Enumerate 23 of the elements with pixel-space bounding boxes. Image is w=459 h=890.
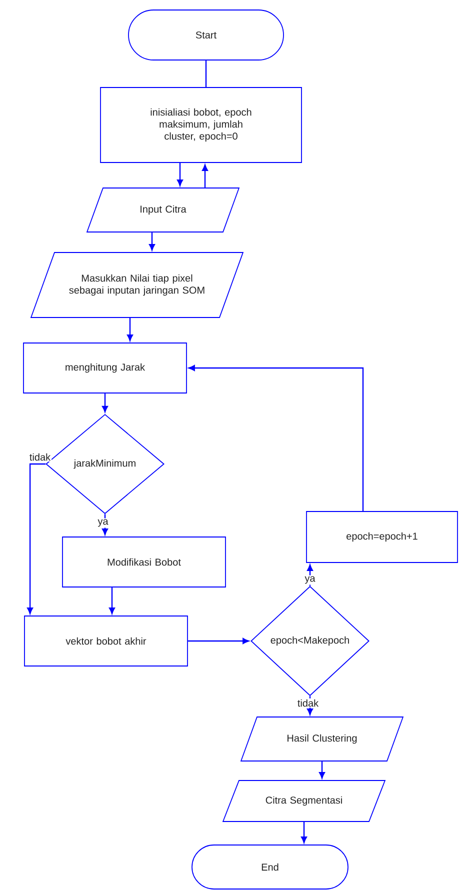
edge-label: tidak: [28, 452, 52, 462]
arrow: [127, 318, 133, 342]
arrow: [188, 638, 249, 644]
arrow: [27, 463, 46, 614]
edge-label: ya: [96, 518, 110, 528]
edge-label: tidak: [296, 698, 320, 708]
process-box: vektor bobot akhir: [24, 616, 188, 666]
process-box: epoch=epoch+1: [306, 511, 458, 563]
arrow: [102, 514, 108, 535]
arrow: [307, 696, 313, 715]
process-box: inisialiasi bobot, epoch maksimum, jumlah cluster, epoch=0: [100, 87, 302, 163]
arrow: [202, 164, 208, 188]
process-box: menghitung Jarak: [23, 342, 187, 394]
edge-label: ya: [304, 575, 316, 585]
arrow: [102, 393, 108, 412]
arrow: [307, 564, 313, 586]
arrow: [301, 822, 307, 843]
arrow: [149, 232, 155, 250]
arrow: [177, 162, 183, 186]
arrow: [109, 587, 115, 614]
process-box: Modifikasi Bobot: [62, 536, 226, 588]
arrow: [319, 761, 325, 778]
arrow: [188, 365, 364, 512]
